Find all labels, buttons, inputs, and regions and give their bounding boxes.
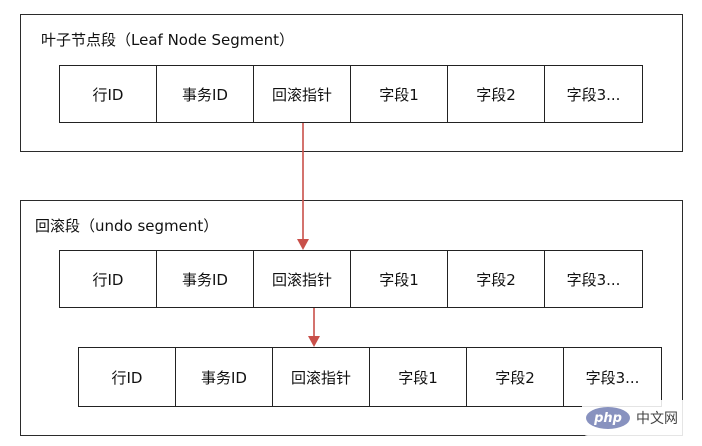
- undo1-cell-field-3: 字段3...: [566, 270, 621, 289]
- leaf-record: 行ID 事务ID 回滚指针 字段1 字段2 字段3...: [59, 65, 643, 123]
- leaf-cell-trx-id: 事务ID: [157, 66, 254, 122]
- leaf-cell-row-id: 行ID: [60, 66, 157, 122]
- leaf-node-segment-title: 叶子节点段（Leaf Node Segment）: [41, 31, 294, 49]
- undo2-cell-row-id: 行ID: [79, 348, 176, 406]
- undo2-cell-field-3: 字段3...: [585, 368, 640, 387]
- undo2-cell-field-1: 字段1: [370, 348, 467, 406]
- leaf-cell-field-3: 字段3...: [566, 85, 621, 104]
- undo2-cell-trx-id: 事务ID: [176, 348, 273, 406]
- php-cn-watermark: php 中文网: [582, 400, 694, 436]
- php-logo-icon: php: [586, 407, 630, 429]
- leaf-cell-field-2: 字段2: [448, 66, 545, 122]
- undo2-cell-roll-pointer: 回滚指针: [273, 348, 370, 406]
- undo-record-2: 行ID 事务ID 回滚指针 字段1 字段2 字段3...: [78, 347, 662, 407]
- undo1-cell-trx-id: 事务ID: [157, 251, 254, 307]
- undo2-cell-field-2: 字段2: [467, 348, 564, 406]
- watermark-text: 中文网: [636, 411, 678, 427]
- undo1-cell-row-id: 行ID: [60, 251, 157, 307]
- undo-record-1: 行ID 事务ID 回滚指针 字段1 字段2 字段3...: [59, 250, 643, 308]
- leaf-cell-field-1: 字段1: [351, 66, 448, 122]
- undo1-cell-field-1: 字段1: [351, 251, 448, 307]
- leaf-cell-roll-pointer: 回滚指针: [254, 66, 351, 122]
- undo1-cell-field-2: 字段2: [448, 251, 545, 307]
- undo-segment-title: 回滚段（undo segment）: [35, 217, 219, 235]
- undo1-cell-roll-pointer: 回滚指针: [254, 251, 351, 307]
